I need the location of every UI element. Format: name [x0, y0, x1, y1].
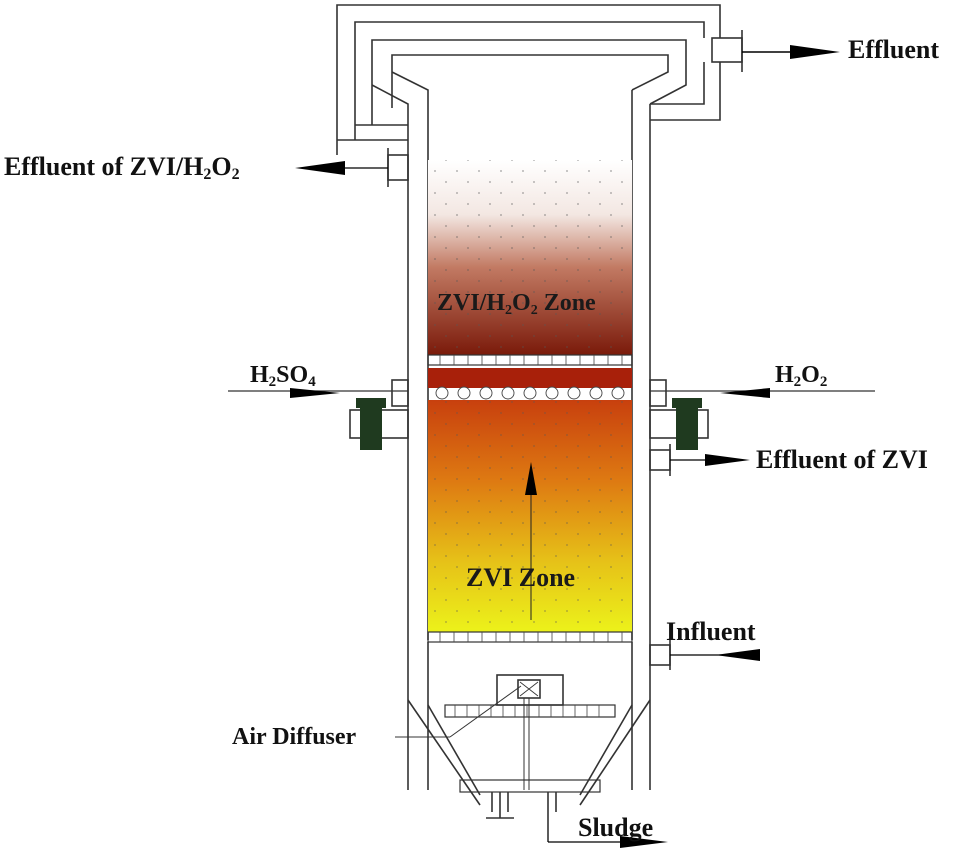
- effluent-zvi-arrow-icon: [705, 454, 750, 466]
- outer-frame: [336, 4, 721, 155]
- ball: [545, 386, 559, 400]
- sludge-label: Sludge: [578, 813, 653, 842]
- effluent-nozzle: [711, 30, 840, 72]
- ball: [479, 386, 493, 400]
- left-bolt: [360, 400, 382, 450]
- right-bolt: [676, 400, 698, 450]
- effluent-zvi-h2o2-label: Effluent of ZVI/H2O2: [4, 152, 240, 183]
- upper-zone-label: ZVI/H2O2 Zone: [437, 290, 596, 318]
- ball: [523, 386, 537, 400]
- ball: [589, 386, 603, 400]
- effluent-zvi-label: Effluent of ZVI: [756, 445, 928, 474]
- lower-grid: [427, 631, 633, 643]
- ball-row: [435, 386, 625, 400]
- effluent-zvi-nozzle: [649, 444, 750, 476]
- effluent-arrow-icon: [790, 45, 840, 59]
- air-diffuser-label: Air Diffuser: [232, 724, 357, 750]
- h2o2-arrow-icon: [720, 388, 770, 398]
- middle-flange: [228, 379, 875, 450]
- lower-zone-label: ZVI Zone: [466, 563, 575, 592]
- ball: [435, 386, 449, 400]
- effluent-zvi-h2o2-nozzle: [295, 148, 409, 187]
- top-cap: [371, 39, 687, 160]
- flow-up-arrow-icon: [525, 462, 537, 495]
- ball: [501, 386, 515, 400]
- influent-nozzle: [649, 640, 760, 670]
- influent-arrow-icon: [715, 649, 760, 661]
- bottom-cone: [395, 642, 668, 848]
- ball: [567, 386, 581, 400]
- effluent-zvi-h2o2-arrow-icon: [295, 161, 345, 175]
- ball: [611, 386, 625, 400]
- h2so4-label: H2SO4: [250, 362, 316, 390]
- h2o2-label: H2O2: [775, 362, 827, 390]
- ball: [457, 386, 471, 400]
- effluent-label: Effluent: [848, 35, 939, 64]
- sludge-arrow-icon: [620, 836, 668, 848]
- upper-grid: [427, 354, 633, 388]
- influent-label: Influent: [666, 617, 756, 646]
- h2so4-arrow-icon: [290, 388, 340, 398]
